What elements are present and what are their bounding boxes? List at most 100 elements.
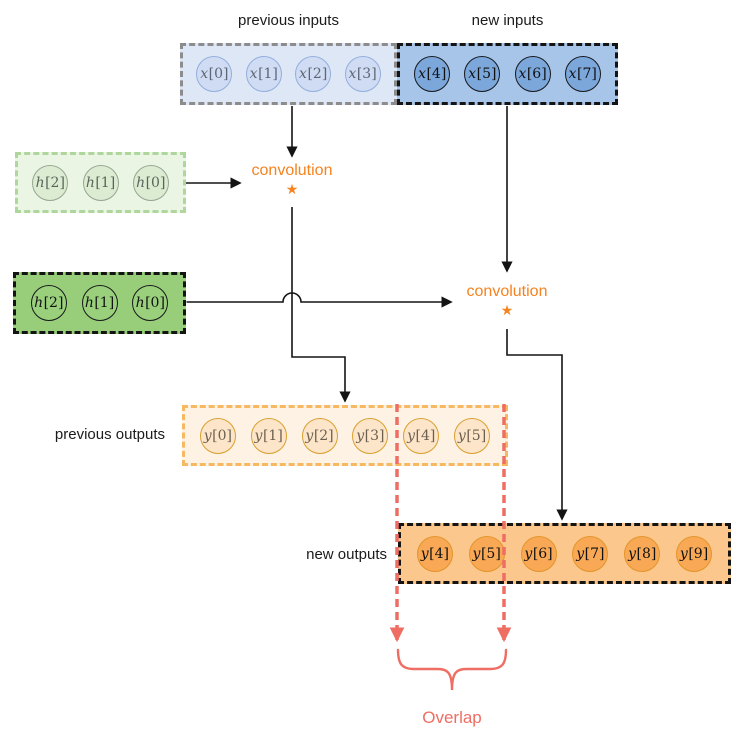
signal-cell: y[4] [403, 417, 440, 454]
signal-index: [2] [307, 66, 328, 82]
signal-cell: y[0] [199, 417, 236, 454]
signal-index: [0] [208, 66, 229, 82]
signal-cell: h[2] [30, 285, 67, 321]
signal-cell: h[0] [132, 285, 169, 321]
signal-index: [9] [688, 545, 709, 562]
signal-index: [3] [364, 427, 385, 444]
signal-index: [1] [258, 66, 278, 82]
signal-index: [7] [584, 545, 605, 562]
signal-var: y [305, 427, 314, 444]
arrow-filter-to-new-convolution [186, 292, 453, 308]
signal-cell: x[2] [295, 56, 332, 92]
signal-index: [1] [94, 295, 115, 311]
signal-var: y [203, 427, 212, 444]
signal-cell: y[6] [520, 535, 557, 572]
signal-cell: x[6] [514, 56, 551, 92]
signal-index: [3] [356, 66, 377, 82]
current-filter-box: h[2] h[1] h[0] [13, 272, 186, 334]
signal-cell: y[7] [572, 535, 609, 572]
signal-cell: x[4] [414, 56, 451, 92]
convolution-label: convolution [251, 162, 333, 179]
signal-index: [0] [145, 174, 166, 191]
convolution-node-new: convolution ★ [447, 283, 567, 317]
signal-index: [4] [426, 66, 447, 82]
signal-cell: x[1] [245, 56, 282, 92]
overlap-brace [396, 648, 508, 691]
signal-var: x [299, 66, 307, 82]
previous-outputs-box: y[0] y[1] y[2] y[3] y[4] y[5] [182, 405, 508, 466]
signal-index: [2] [45, 174, 65, 191]
signal-index: [5] [480, 545, 501, 562]
signal-var: y [457, 427, 466, 444]
signal-cell: y[2] [301, 417, 338, 454]
signal-cell: h[1] [82, 164, 119, 201]
previous-filter-box: h[2] h[1] h[0] [15, 152, 186, 213]
signal-cell: h[1] [81, 285, 118, 321]
signal-var: x [200, 66, 209, 82]
signal-cell: x[3] [344, 56, 381, 92]
overlap-label: Overlap [422, 708, 482, 727]
signal-cell: y[9] [676, 535, 713, 572]
signal-var: x [249, 66, 258, 82]
signal-cell: y[3] [352, 417, 389, 454]
signal-var: y [679, 545, 688, 562]
signal-var: h [135, 295, 145, 311]
previous-outputs-label: previous outputs [54, 426, 165, 443]
new-inputs-label: new inputs [471, 12, 544, 29]
signal-index: [2] [43, 295, 64, 311]
signal-index: [6] [526, 66, 547, 82]
convolution-star-icon: ★ [500, 302, 514, 318]
signal-cell: y[1] [250, 417, 287, 454]
new-outputs-box: y[4] y[5] y[6] y[7] y[8] y[9] [398, 523, 731, 584]
signal-var: y [254, 427, 263, 444]
signal-cell: y[8] [624, 535, 661, 572]
convolution-star-icon: ★ [285, 181, 299, 197]
signal-index: [2] [313, 427, 334, 444]
signal-var: x [518, 66, 527, 82]
signal-index: [4] [415, 427, 436, 444]
signal-var: x [568, 66, 577, 82]
signal-cell: x[7] [564, 56, 601, 92]
previous-inputs-box: x[0] x[1] x[2] x[3] [180, 43, 397, 105]
signal-var: y [576, 545, 585, 562]
signal-cell: h[0] [132, 164, 169, 201]
signal-cell: h[2] [32, 164, 69, 201]
signal-var: y [472, 545, 481, 562]
signal-var: x [418, 66, 426, 82]
signal-var: x [348, 66, 357, 82]
signal-var: h [85, 174, 95, 191]
signal-cell: x[0] [196, 56, 233, 92]
previous-inputs-label: previous inputs [238, 12, 339, 29]
signal-index: [1] [95, 174, 116, 191]
signal-var: h [136, 174, 146, 191]
convolution-label: convolution [466, 283, 548, 300]
signal-var: y [407, 427, 415, 444]
signal-var: x [468, 66, 477, 82]
signal-index: [1] [262, 427, 283, 444]
signal-index: [7] [577, 66, 597, 82]
signal-var: h [34, 295, 44, 311]
signal-index: [0] [212, 427, 232, 444]
signal-index: [0] [145, 295, 165, 311]
signal-index: [5] [466, 427, 487, 444]
signal-index: [8] [636, 545, 657, 562]
arrow-convolution-to-prev-outputs [291, 207, 351, 403]
signal-var: y [524, 545, 533, 562]
signal-var: h [35, 174, 45, 191]
convolution-node-prev: convolution ★ [232, 162, 352, 196]
signal-cell: y[5] [468, 535, 505, 572]
signal-index: [4] [429, 545, 449, 562]
signal-cell: y[5] [454, 417, 491, 454]
signal-var: y [628, 545, 636, 562]
arrow-convolution-to-new-outputs [506, 329, 568, 521]
signal-var: y [356, 427, 365, 444]
new-outputs-label: new outputs [306, 546, 387, 563]
signal-var: y [420, 545, 429, 562]
signal-cell: x[5] [464, 56, 501, 92]
signal-var: h [84, 295, 94, 311]
signal-cell: y[4] [416, 535, 453, 572]
signal-index: [5] [476, 66, 497, 82]
new-inputs-box: x[4] x[5] x[6] x[7] [397, 43, 618, 105]
